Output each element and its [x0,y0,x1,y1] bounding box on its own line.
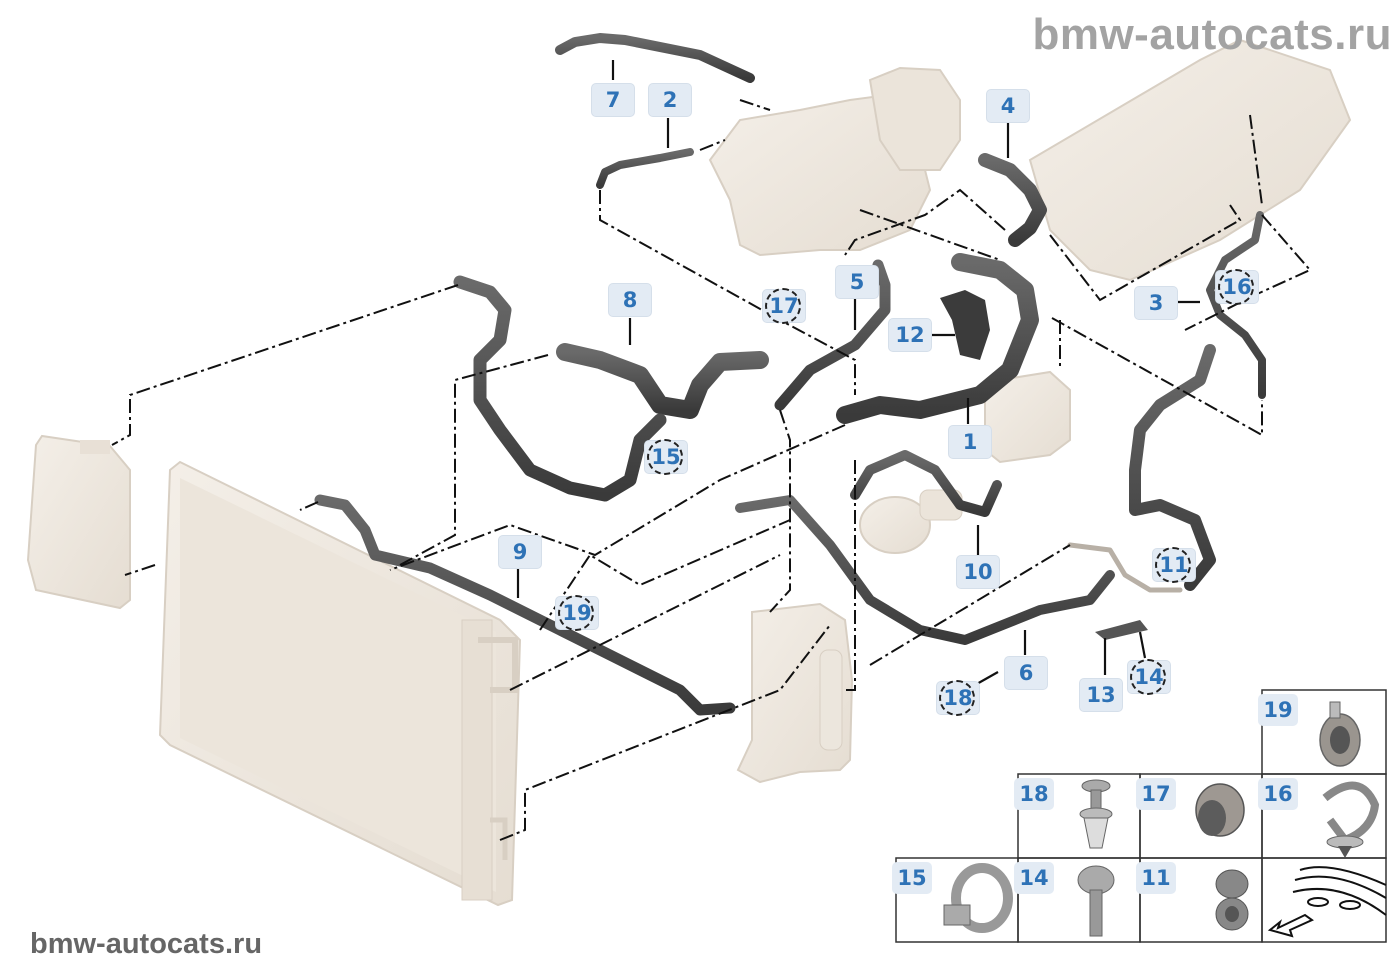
radiator[interactable] [158,460,522,907]
hose-2[interactable] [596,148,694,189]
legend-label-11[interactable]: 11 [1136,862,1176,894]
legend-label-18[interactable]: 18 [1014,778,1054,810]
callout-19[interactable]: 19 [555,595,599,631]
callout-8[interactable]: 8 [608,283,652,317]
auxiliary-radiator-center[interactable] [736,602,854,784]
callout-2[interactable]: 2 [648,83,692,117]
hose-upper-main[interactable] [836,253,1039,424]
hose-upper-left[interactable] [453,275,667,502]
legend-label-15[interactable]: 15 [892,862,932,894]
callout-6[interactable]: 6 [1004,656,1048,690]
callout-5[interactable]: 5 [835,265,879,299]
double-holder-11-icon [1215,869,1249,931]
bracket-12[interactable] [940,290,990,360]
callout-3[interactable]: 3 [1134,286,1178,320]
bushing-17-icon [1195,783,1245,837]
hose-clamp-15-icon [943,863,1013,933]
watermark-top: bmw-autocats.ru [1032,10,1392,59]
callout-11[interactable]: 11 [1152,547,1196,583]
callout-17[interactable]: 17 [762,288,806,324]
callout-18[interactable]: 18 [936,680,980,716]
fastener-legend-grid [895,689,1387,943]
engine-manifold[interactable] [1028,38,1352,282]
callout-16[interactable]: 16 [1215,269,1259,305]
clip-19-icon [1319,701,1361,767]
clip-16-icon [1322,781,1380,858]
legend-label-14[interactable]: 14 [1014,862,1054,894]
rivet-18-icon [1079,779,1113,849]
hose-7[interactable] [555,33,755,83]
auxiliary-radiator-left[interactable] [26,434,131,610]
callout-4[interactable]: 4 [986,89,1030,123]
callout-9[interactable]: 9 [498,535,542,569]
callout-10[interactable]: 10 [956,555,1000,589]
hose-4[interactable] [978,153,1047,247]
screw-14-icon [1077,865,1115,937]
callout-15[interactable]: 15 [644,439,688,475]
hose-5[interactable] [774,259,891,411]
watermark-bottom: bmw-autocats.ru [30,928,263,960]
callout-14[interactable]: 14 [1127,659,1171,695]
callout-12[interactable]: 12 [888,318,932,352]
legend-label-17[interactable]: 17 [1136,778,1176,810]
vehicle-direction-icon [1267,866,1387,938]
hose-9[interactable] [314,494,736,716]
hose-11[interactable] [1129,344,1216,591]
hose-6[interactable] [735,495,1115,645]
callout-7[interactable]: 7 [591,83,635,117]
legend-label-19[interactable]: 19 [1258,694,1298,726]
expansion-tank[interactable] [708,66,961,257]
hose-10[interactable] [850,450,1002,517]
legend-label-16[interactable]: 16 [1258,778,1298,810]
callout-1[interactable]: 1 [948,425,992,459]
hose-8[interactable] [556,343,769,419]
bracket-13[interactable] [1095,620,1148,640]
callout-13[interactable]: 13 [1079,678,1123,712]
water-pump[interactable] [859,489,963,554]
hose-3[interactable] [1206,211,1266,399]
hose-lower-right[interactable] [1067,542,1183,593]
